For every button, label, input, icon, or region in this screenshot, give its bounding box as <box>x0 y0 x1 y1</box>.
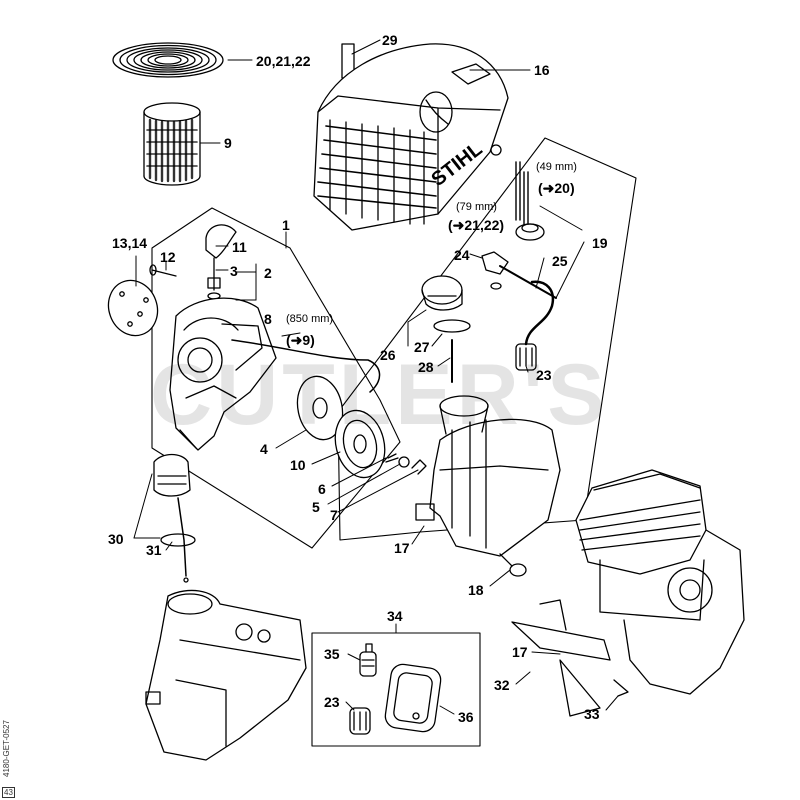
fuel-tank-drawing <box>415 395 561 577</box>
tank-cap-30-drawing <box>153 453 191 497</box>
label-25: 25 <box>552 253 568 269</box>
watermark: CUTLER'S <box>150 347 609 443</box>
label-17-engine: 17 <box>512 644 528 660</box>
label-23-kit: 23 <box>324 694 340 710</box>
note-ref-9: (➜9) <box>286 332 315 348</box>
label-2: 2 <box>264 265 272 281</box>
label-6: 6 <box>318 481 326 497</box>
label-20-21-22: 20,21,22 <box>256 53 311 69</box>
tank-vent-drawing <box>481 251 557 299</box>
label-27: 27 <box>414 339 430 355</box>
starter-rope-line <box>231 339 381 393</box>
corner-code: 43 <box>2 787 15 798</box>
label-35: 35 <box>324 646 340 662</box>
note-49mm: (49 mm) <box>536 161 577 173</box>
label-30: 30 <box>108 531 124 547</box>
o-ring-31 <box>160 533 196 547</box>
label-10: 10 <box>290 457 306 473</box>
label-33: 33 <box>584 706 600 722</box>
label-12: 12 <box>160 249 176 265</box>
fan-housing-drawing <box>169 297 277 451</box>
shroud-drawing: STIHL <box>313 43 509 231</box>
air-filter-36-drawing <box>384 663 442 733</box>
starter-small-parts-drawing <box>385 453 427 475</box>
screw-12-drawing <box>149 264 177 277</box>
rewind-spring-drawing <box>296 375 344 441</box>
label-9: 9 <box>224 135 232 151</box>
fuel-pickup-23-drawing <box>515 280 555 371</box>
fuel-line-coil-drawing <box>112 42 224 78</box>
leader-lines <box>133 39 619 715</box>
label-26: 26 <box>380 347 396 363</box>
label-8: 8 <box>264 311 272 327</box>
note-ref-20: (➜20) <box>538 180 575 196</box>
lower-fuel-tank-drawing <box>145 589 307 761</box>
label-3: 3 <box>230 263 238 279</box>
label-4: 4 <box>260 441 268 457</box>
label-29: 29 <box>382 32 398 48</box>
label-5: 5 <box>312 499 320 515</box>
note-850mm: (850 mm) <box>286 313 334 325</box>
strainer-roll-drawing <box>143 102 201 186</box>
label-31: 31 <box>146 542 162 558</box>
filter-kit-outline <box>311 632 481 747</box>
label-34: 34 <box>387 608 403 624</box>
filter-35-drawing <box>359 643 377 677</box>
end-plate-drawing <box>107 279 159 337</box>
label-11: 11 <box>232 239 247 255</box>
tank-cap-drawing <box>421 275 463 311</box>
label-36: 36 <box>458 709 474 725</box>
label-17-tank: 17 <box>394 540 410 556</box>
vent-line-30 <box>177 497 187 577</box>
label-7: 7 <box>330 507 338 523</box>
drawing-code: 4180-GET-0527 <box>1 720 11 777</box>
note-ref-21-22: (➜21,22) <box>448 217 505 233</box>
fuel-lines-drawing <box>515 161 545 241</box>
label-18: 18 <box>468 582 484 598</box>
label-28: 28 <box>418 359 434 375</box>
o-ring-27 <box>433 319 471 333</box>
note-79mm: (79 mm) <box>456 201 497 213</box>
label-32: 32 <box>494 677 510 693</box>
label-23-fuel-pickup: 23 <box>536 367 552 383</box>
label-16: 16 <box>534 62 550 78</box>
rope-rotor-drawing <box>334 409 386 479</box>
filter-23-kit-drawing <box>349 707 371 735</box>
starter-grip-drawing <box>205 224 237 300</box>
label-19: 19 <box>592 235 608 251</box>
engine-drawing <box>511 469 745 717</box>
label-1: 1 <box>282 217 290 233</box>
label-13-14: 13,14 <box>112 235 148 251</box>
label-24: 24 <box>454 247 470 263</box>
